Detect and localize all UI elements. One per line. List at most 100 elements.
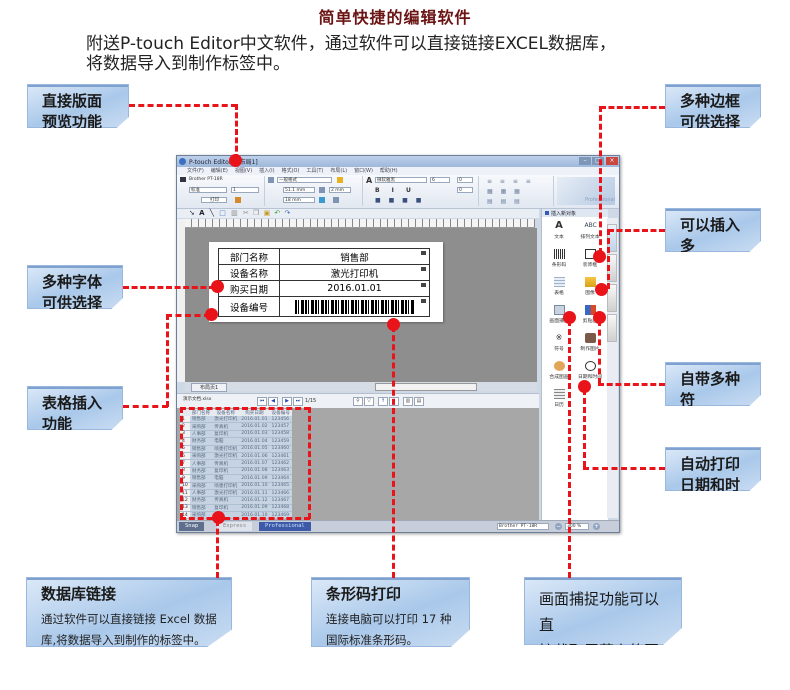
cell[interactable]: 123456 xyxy=(269,416,292,424)
text-tool-icon[interactable]: A xyxy=(199,209,205,217)
cell[interactable]: 电脑 xyxy=(212,474,240,483)
select-tool-icon[interactable]: ➘ xyxy=(189,209,195,217)
cell[interactable]: 123462 xyxy=(269,459,292,468)
cell[interactable]: 123467 xyxy=(269,496,292,505)
cell[interactable]: 传真机 xyxy=(212,496,240,505)
cell[interactable]: 2016.01.11 xyxy=(239,489,270,498)
cell[interactable]: 销售部 xyxy=(189,474,213,483)
line-spacing-field[interactable]: 0 xyxy=(457,187,473,193)
cell[interactable]: 123465 xyxy=(269,482,292,490)
next-record-button[interactable]: ▶ xyxy=(282,397,292,406)
menu-view[interactable]: 视图(V) xyxy=(234,168,253,174)
mode-professional-tab[interactable]: Professional xyxy=(259,522,311,531)
cell[interactable]: 2016.01.09 xyxy=(239,474,270,483)
row-number[interactable]: 8 xyxy=(180,467,190,476)
prev-record-button[interactable]: ◀ xyxy=(268,397,278,406)
insert-calendar[interactable]: 日历 xyxy=(544,389,574,408)
paper-format-select[interactable]: 一般格式 xyxy=(277,177,332,183)
text-align-icon[interactable] xyxy=(333,197,339,203)
row-number[interactable]: 1 xyxy=(180,416,190,424)
cell[interactable]: 123468 xyxy=(269,504,292,513)
printer-select[interactable]: Brother PT-18R xyxy=(497,523,549,530)
sort-asc-icon[interactable]: ↑ xyxy=(378,397,388,406)
cell[interactable]: 销售部 xyxy=(189,416,213,424)
quality-select[interactable]: 标准 xyxy=(189,187,227,193)
cell[interactable]: 复印机 xyxy=(212,467,240,476)
cell[interactable]: 2016.01.06 xyxy=(239,452,270,461)
cell[interactable]: 复印机 xyxy=(212,430,240,439)
label-table[interactable]: 部门名称 销售部 设备名称 激光打印机 购买日期 2016.01.01 设备编号 xyxy=(218,248,430,317)
row-number[interactable]: 4 xyxy=(180,437,190,446)
cell[interactable]: 2016.01.08 xyxy=(239,467,270,476)
arrange-buttons[interactable]: ▦ ▦ ▦ xyxy=(487,188,523,195)
cell[interactable]: 2016.01.03 xyxy=(239,430,270,439)
view-table-icon[interactable]: ▥ xyxy=(403,397,413,406)
column-header[interactable]: 设备名称 xyxy=(212,409,240,416)
cell[interactable]: 123464 xyxy=(269,474,292,483)
cell[interactable]: 人事部 xyxy=(189,430,213,439)
font-size-select[interactable]: 6 xyxy=(430,177,450,183)
first-record-button[interactable]: ⏮ xyxy=(257,397,267,406)
label-value-cell[interactable]: 销售部 xyxy=(279,248,430,265)
row-number[interactable]: 2 xyxy=(180,422,190,431)
mode-snap-tab[interactable]: Snap xyxy=(179,522,205,531)
cell[interactable]: 2016.01.02 xyxy=(239,422,270,431)
cell[interactable]: 激光打印机 xyxy=(212,489,240,498)
cell[interactable]: 123460 xyxy=(269,445,292,453)
cell[interactable]: 采购部 xyxy=(189,422,213,431)
length-field[interactable]: 18 mm xyxy=(283,197,315,203)
cell[interactable]: 123463 xyxy=(269,467,292,476)
label-value-cell[interactable]: 激光打印机 xyxy=(279,264,430,281)
insert-symbol[interactable]: ※符号 xyxy=(544,333,574,352)
close-button[interactable]: × xyxy=(606,157,618,165)
layout-tab[interactable]: 布局页1 xyxy=(191,383,228,392)
cell[interactable]: 财务部 xyxy=(189,467,213,476)
insert-composite-image[interactable]: 合成图画 xyxy=(544,361,574,380)
label-preview[interactable]: 部门名称 销售部 设备名称 激光打印机 购买日期 2016.01.01 设备编号 xyxy=(209,242,443,322)
row-number[interactable]: 3 xyxy=(180,430,190,439)
row-number[interactable]: 7 xyxy=(180,459,190,468)
undo-icon[interactable]: ↶ xyxy=(274,209,281,217)
cell[interactable]: 财务部 xyxy=(189,496,213,505)
row-number[interactable]: 5 xyxy=(180,445,190,453)
distribute-buttons[interactable]: ▤ ▤ ▤ xyxy=(487,198,523,205)
cell[interactable]: 人事部 xyxy=(189,459,213,468)
insert-make-image[interactable]: 制作图片 xyxy=(575,333,605,352)
column-header[interactable]: 购买日期 xyxy=(239,409,270,416)
text-style-buttons[interactable]: B I U xyxy=(375,187,416,194)
filter-icon[interactable]: ▽ xyxy=(364,397,374,406)
orientation-icon[interactable] xyxy=(319,197,325,203)
char-spacing-field[interactable]: 0 xyxy=(457,177,473,183)
menu-format[interactable]: 格式(O) xyxy=(281,168,300,174)
cell[interactable]: 123466 xyxy=(269,489,292,498)
cut-icon[interactable]: ✂ xyxy=(242,209,249,217)
mode-express-tab[interactable]: Express xyxy=(217,522,253,531)
side-tab-database[interactable] xyxy=(607,314,617,342)
shape-tool-icon[interactable]: □ xyxy=(219,209,226,217)
cell[interactable]: 2016.01.05 xyxy=(239,445,270,453)
insert-screen-capture[interactable]: 画面捕捉 xyxy=(544,305,574,324)
cell[interactable]: 2016.01.12 xyxy=(239,496,270,505)
print-button[interactable]: 打印 xyxy=(201,197,227,203)
cell[interactable]: 采购部 xyxy=(189,482,213,490)
view-form-icon[interactable]: ▤ xyxy=(414,397,424,406)
row-number[interactable]: 6 xyxy=(180,452,190,461)
cell[interactable]: 2016.01.09 xyxy=(239,504,270,513)
cell[interactable]: 电脑 xyxy=(212,437,240,446)
redo-icon[interactable]: ↷ xyxy=(284,209,291,217)
row-number[interactable]: 13 xyxy=(180,504,190,513)
align-buttons[interactable]: ≡ ≡ ≡ ≡ xyxy=(487,178,534,185)
cell[interactable]: 传真机 xyxy=(212,459,240,468)
menu-file[interactable]: 文件(F) xyxy=(187,168,204,174)
